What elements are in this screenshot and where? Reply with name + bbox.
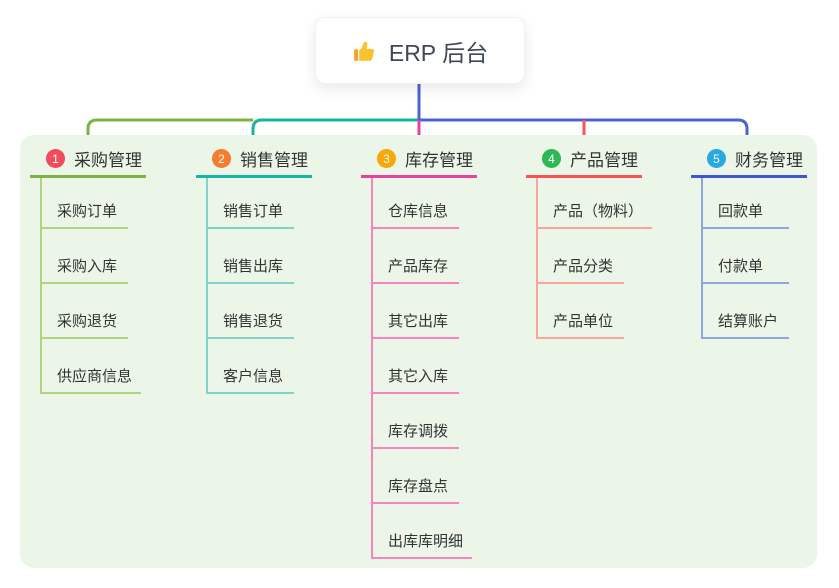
child-node[interactable]: 付款单 xyxy=(703,229,789,284)
branch-node-sales[interactable]: 2 销售管理 xyxy=(196,146,312,178)
child-node[interactable]: 采购入库 xyxy=(42,229,128,284)
child-node[interactable]: 库存调拨 xyxy=(373,394,459,449)
child-node[interactable]: 其它入库 xyxy=(373,339,459,394)
child-node[interactable]: 产品分类 xyxy=(538,229,624,284)
child-node[interactable]: 产品库存 xyxy=(373,229,459,284)
child-node[interactable]: 销售订单 xyxy=(208,178,294,229)
child-node[interactable]: 销售退货 xyxy=(208,284,294,339)
branch-title: 采购管理 xyxy=(74,151,142,170)
child-node[interactable]: 仓库信息 xyxy=(373,178,459,229)
child-node[interactable]: 产品单位 xyxy=(538,284,624,339)
branch-children-purchase: 采购订单采购入库采购退货供应商信息 xyxy=(40,178,146,394)
child-node[interactable]: 回款单 xyxy=(703,178,789,229)
branch-purchase: 1 采购管理采购订单采购入库采购退货供应商信息 xyxy=(30,146,146,394)
branch-sales: 2 销售管理销售订单销售出库销售退货客户信息 xyxy=(196,146,312,394)
thumbs-up-icon xyxy=(354,41,374,61)
root-title: ERP 后台 xyxy=(388,39,489,66)
branch-title: 财务管理 xyxy=(735,151,803,170)
child-node[interactable]: 产品（物料） xyxy=(538,178,653,229)
branch-node-inventory[interactable]: 3 库存管理 xyxy=(361,146,477,178)
branch-children-product: 产品（物料）产品分类产品单位 xyxy=(536,178,653,339)
branch-node-purchase[interactable]: 1 采购管理 xyxy=(30,146,146,178)
child-node[interactable]: 供应商信息 xyxy=(42,339,142,394)
branch-children-sales: 销售订单销售出库销售退货客户信息 xyxy=(206,178,312,394)
branch-number-badge: 1 xyxy=(46,149,65,168)
branch-number-badge: 4 xyxy=(542,149,561,168)
child-node[interactable]: 出库库明细 xyxy=(373,504,473,559)
branch-number-badge: 2 xyxy=(212,149,231,168)
child-node[interactable]: 库存盘点 xyxy=(373,449,459,504)
child-node[interactable]: 销售出库 xyxy=(208,229,294,284)
branch-number-badge: 3 xyxy=(377,149,396,168)
branch-product: 4 产品管理产品（物料）产品分类产品单位 xyxy=(526,146,653,339)
child-node[interactable]: 其它出库 xyxy=(373,284,459,339)
branch-children-finance: 回款单付款单结算账户 xyxy=(701,178,807,339)
branch-inventory: 3 库存管理仓库信息产品库存其它出库其它入库库存调拨库存盘点出库库明细 xyxy=(361,146,477,559)
root-node[interactable]: ERP 后台 xyxy=(315,17,525,84)
branch-title: 库存管理 xyxy=(405,151,473,170)
child-node[interactable]: 采购订单 xyxy=(42,178,128,229)
branch-title: 产品管理 xyxy=(570,151,638,170)
child-node[interactable]: 采购退货 xyxy=(42,284,128,339)
child-node[interactable]: 客户信息 xyxy=(208,339,294,394)
branch-number-badge: 5 xyxy=(707,149,726,168)
branch-finance: 5 财务管理回款单付款单结算账户 xyxy=(691,146,807,339)
child-node[interactable]: 结算账户 xyxy=(703,284,789,339)
branch-children-inventory: 仓库信息产品库存其它出库其它入库库存调拨库存盘点出库库明细 xyxy=(371,178,477,559)
mindmap-panel xyxy=(20,135,817,568)
branch-title: 销售管理 xyxy=(240,151,308,170)
branch-node-finance[interactable]: 5 财务管理 xyxy=(691,146,807,178)
branch-node-product[interactable]: 4 产品管理 xyxy=(526,146,642,178)
